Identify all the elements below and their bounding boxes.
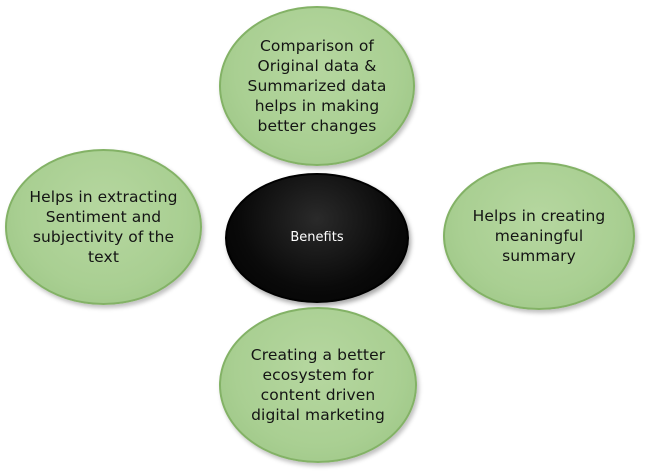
benefit-summary-label: Helps in creating meaningful summary	[472, 207, 606, 265]
benefit-comparison-node: Comparison of Original data & Summarized…	[219, 6, 415, 166]
center-benefits-label: Benefits	[290, 230, 344, 245]
benefit-ecosystem-node: Creating a better ecosystem for content …	[219, 307, 417, 463]
benefit-ecosystem-label: Creating a better ecosystem for content …	[250, 346, 386, 424]
center-benefits-node: Benefits	[225, 173, 409, 303]
benefit-sentiment-label: Helps in extracting Sentiment and subjec…	[29, 188, 178, 266]
benefit-sentiment-node: Helps in extracting Sentiment and subjec…	[5, 149, 202, 305]
benefit-summary-node: Helps in creating meaningful summary	[443, 162, 635, 310]
benefit-comparison-label: Comparison of Original data & Summarized…	[247, 37, 387, 135]
